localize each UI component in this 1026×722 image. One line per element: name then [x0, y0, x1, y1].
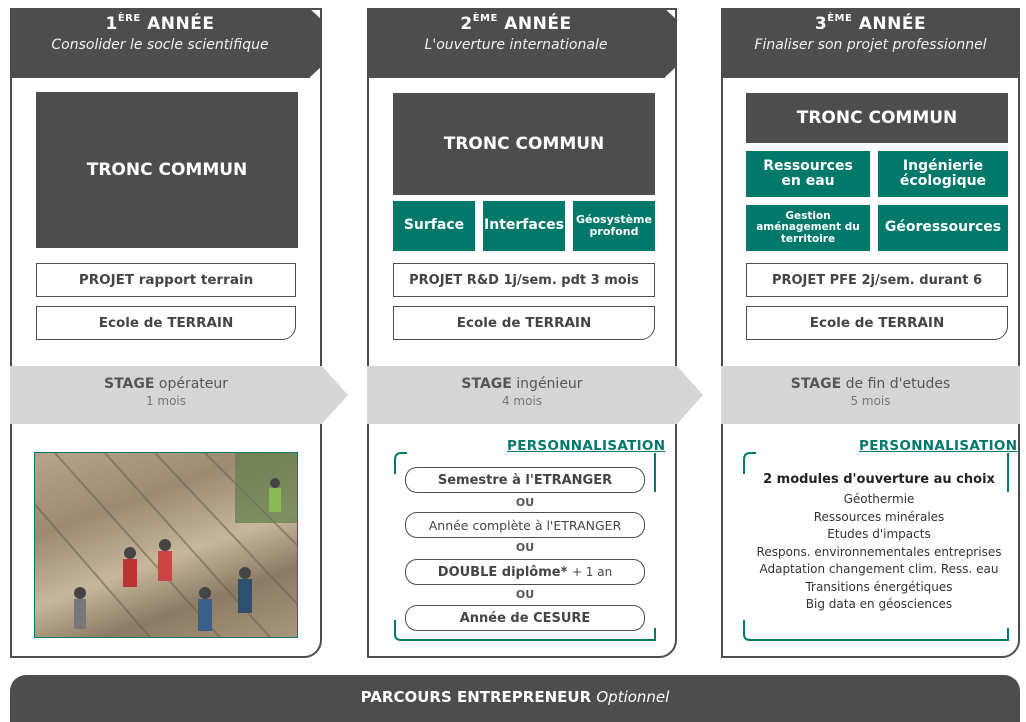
year2-option-interfaces: Interfaces [483, 201, 565, 251]
year2-personnalisation-title: PERSONNALISATION [507, 438, 666, 454]
year2-header: 2ÈME ANNÉE L'ouverture internationale [367, 8, 665, 78]
year1-stage: STAGE opérateur 1 mois [10, 366, 322, 424]
stage-type: opérateur [158, 376, 229, 392]
stage-type: de fin d'etudes [845, 376, 951, 392]
year2-option-geosysteme: Géosystème profond [573, 201, 655, 251]
double-diplome-label: DOUBLE diplôme* [437, 564, 568, 580]
year3-ecole-terrain: Ecole de TERRAIN [746, 306, 1008, 340]
year1-tronc-commun: TRONC COMMUN [36, 92, 298, 248]
year2-subtitle: L'ouverture internationale [424, 37, 608, 53]
year3-tronc-commun: TRONC COMMUN [746, 93, 1008, 143]
stage-label: STAGE [461, 376, 512, 392]
module-item: Respons. environnementales entreprises [756, 544, 1002, 559]
year3-projet: PROJET PFE 2j/sem. durant 6 [746, 263, 1008, 297]
year2-tronc-commun: TRONC COMMUN [393, 93, 655, 195]
field-trip-photo [34, 452, 298, 638]
year2-title: 2ÈME ANNÉE [460, 13, 572, 34]
parcours-label: PARCOURS ENTREPRENEUR [360, 688, 592, 706]
choice-double-diplome: DOUBLE diplôme* + 1 an [405, 559, 645, 585]
year3-personnalisation-title: PERSONNALISATION [859, 438, 1018, 454]
ou-separator-2: OU [515, 541, 535, 554]
year3-option-gestion-territoire: Gestion aménagement du territoire [746, 205, 870, 251]
year1-header: 1ÈRE ANNÉE Consolider le socle scientifi… [10, 8, 310, 78]
year1-title: 1ÈRE ANNÉE [105, 13, 215, 34]
year2-ecole-terrain: Ecole de TERRAIN [393, 306, 655, 340]
stage-label: STAGE [103, 376, 155, 392]
stage-label: STAGE [790, 376, 842, 392]
ou-separator-3: OU [515, 588, 535, 601]
rock-strata-illustration [35, 453, 297, 637]
module-item: Etudes d'impacts [827, 527, 931, 541]
stage-duration: 4 mois [501, 394, 543, 408]
year1-header-arrow [309, 8, 322, 78]
year3-option-ingenierie-ecologique: Ingénierie écologique [878, 151, 1008, 197]
stage-band [10, 366, 1020, 424]
parcours-entrepreneur-bar: PARCOURS ENTREPRENEUR Optionnel [10, 675, 1020, 722]
stage-duration: 1 mois [145, 394, 187, 408]
year3-header: 3ÈME ANNÉE Finaliser son projet professi… [721, 8, 1020, 78]
year3-option-ressources-eau: Ressources en eau [746, 151, 870, 197]
year3-modules-title: 2 modules d'ouverture au choix [763, 472, 995, 487]
module-item: Transitions énergétiques [805, 579, 953, 594]
year3-subtitle: Finaliser son projet professionnel [754, 37, 987, 53]
parcours-optional: Optionnel [596, 688, 670, 706]
year3-stage: STAGE de fin d'etudes 5 mois [721, 366, 1020, 424]
year2-header-arrow [664, 8, 677, 78]
year2-option-surface: Surface [393, 201, 475, 251]
year2-stage: STAGE ingénieur 4 mois [367, 366, 677, 424]
choice-cesure: Année de CESURE [405, 605, 645, 631]
year3-modules-list: Géothermie Ressources minérales Etudes d… [746, 491, 1012, 614]
stage-duration: 5 mois [850, 394, 891, 408]
double-diplome-extra: + 1 an [571, 565, 613, 579]
year1-ecole-terrain: Ecole de TERRAIN [36, 306, 296, 340]
year1-projet: PROJET rapport terrain [36, 263, 296, 297]
year2-personnalisation-bracket [394, 452, 656, 641]
ou-separator-1: OU [515, 496, 535, 509]
year2-projet: PROJET R&D 1j/sem. pdt 3 mois [393, 263, 655, 297]
year3-option-georessources: Géoressources [878, 205, 1008, 251]
module-item: Adaptation changement clim. Ress. eau [759, 562, 999, 576]
choice-annee-etranger: Année complète à l'ETRANGER [405, 512, 645, 538]
year3-title: 3ÈME ANNÉE [814, 13, 927, 34]
year3-personnalisation-bracket [743, 452, 1009, 641]
year1-subtitle: Consolider le socle scientifique [51, 37, 269, 53]
module-item: Big data en géosciences [805, 597, 953, 611]
module-item: Géothermie [843, 492, 915, 506]
choice-semestre-etranger: Semestre à l'ETRANGER [405, 467, 645, 493]
module-item: Ressources minérales [813, 509, 945, 524]
stage-type: ingénieur [516, 376, 583, 392]
